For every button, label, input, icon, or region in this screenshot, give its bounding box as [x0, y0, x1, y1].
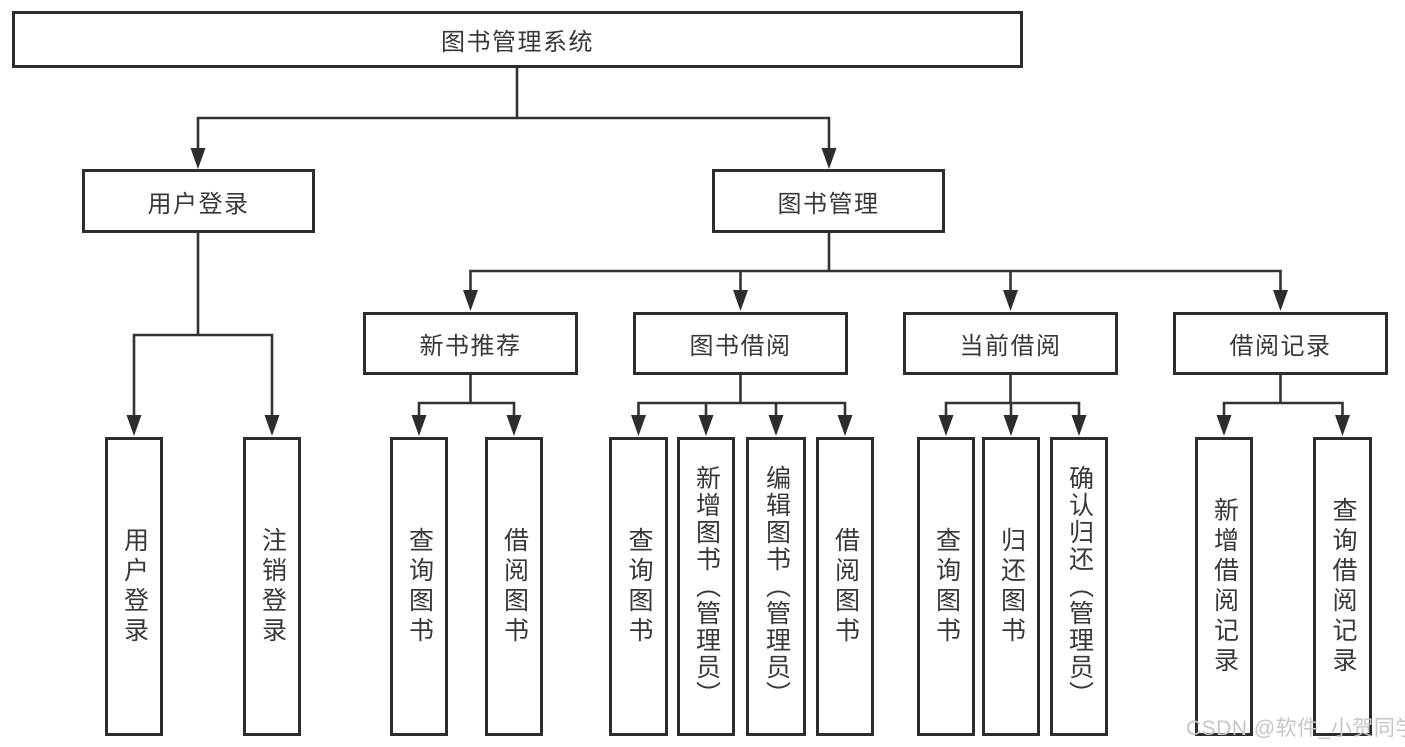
leaf-edit-books-admin: 编辑图书（管理员） — [746, 437, 806, 736]
leaf-add-borrow-record-label: 新增借阅记录 — [1210, 496, 1239, 677]
node-book-borrowing-label: 图书借阅 — [689, 333, 792, 360]
leaf-logout: 注销登录 — [243, 437, 301, 736]
node-current-borrowing-label: 当前借阅 — [959, 333, 1062, 360]
csdn-watermark: CSDN @软件_小贺同学 — [1186, 717, 1405, 740]
leaf-add-books-admin-label: 新增图书（管理员） — [692, 465, 721, 708]
node-user-login-label: 用户登录 — [147, 190, 250, 218]
leaf-user-login-label: 用户登录 — [120, 526, 149, 647]
leaf-query-books-2: 查询图书 — [609, 437, 668, 736]
node-book-borrowing: 图书借阅 — [633, 312, 848, 375]
leaf-borrow-books-1-label: 借阅图书 — [500, 526, 529, 647]
leaf-user-login: 用户登录 — [105, 437, 163, 736]
arrowheads — [126, 148, 1350, 436]
leaf-borrow-books-1: 借阅图书 — [485, 437, 543, 736]
leaf-confirm-return-admin-label: 确认归还（管理员） — [1065, 465, 1094, 708]
leaf-add-borrow-record: 新增借阅记录 — [1195, 437, 1253, 736]
leaf-return-books-label: 归还图书 — [997, 526, 1026, 647]
leaf-borrow-books-2: 借阅图书 — [816, 437, 874, 736]
node-borrowing-records: 借阅记录 — [1173, 312, 1388, 375]
leaf-add-books-admin: 新增图书（管理员） — [677, 437, 735, 736]
leaf-query-books-3-label: 查询图书 — [932, 526, 961, 647]
leaf-query-books-1: 查询图书 — [390, 437, 448, 736]
leaf-query-books-1-label: 查询图书 — [405, 526, 434, 647]
leaf-query-borrow-record: 查询借阅记录 — [1313, 437, 1372, 736]
leaf-confirm-return-admin: 确认归还（管理员） — [1050, 437, 1108, 736]
node-borrowing-records-label: 借阅记录 — [1229, 333, 1332, 360]
node-new-book-recommend: 新书推荐 — [363, 312, 578, 375]
node-book-management: 图书管理 — [712, 169, 945, 233]
node-current-borrowing: 当前借阅 — [903, 312, 1118, 375]
node-root-label: 图书管理系统 — [441, 29, 594, 56]
leaf-query-books-2-label: 查询图书 — [625, 526, 653, 647]
leaf-borrow-books-2-label: 借阅图书 — [831, 526, 860, 647]
node-root: 图书管理系统 — [12, 11, 1023, 68]
leaf-query-borrow-record-label: 查询借阅记录 — [1329, 496, 1357, 677]
node-book-management-label: 图书管理 — [777, 190, 880, 218]
node-user-login: 用户登录 — [82, 169, 315, 233]
leaf-edit-books-admin-label: 编辑图书（管理员） — [762, 465, 791, 708]
node-new-book-recommend-label: 新书推荐 — [419, 333, 522, 360]
leaf-return-books: 归还图书 — [982, 437, 1040, 736]
leaf-query-books-3: 查询图书 — [917, 437, 975, 736]
leaf-logout-label: 注销登录 — [258, 526, 287, 647]
